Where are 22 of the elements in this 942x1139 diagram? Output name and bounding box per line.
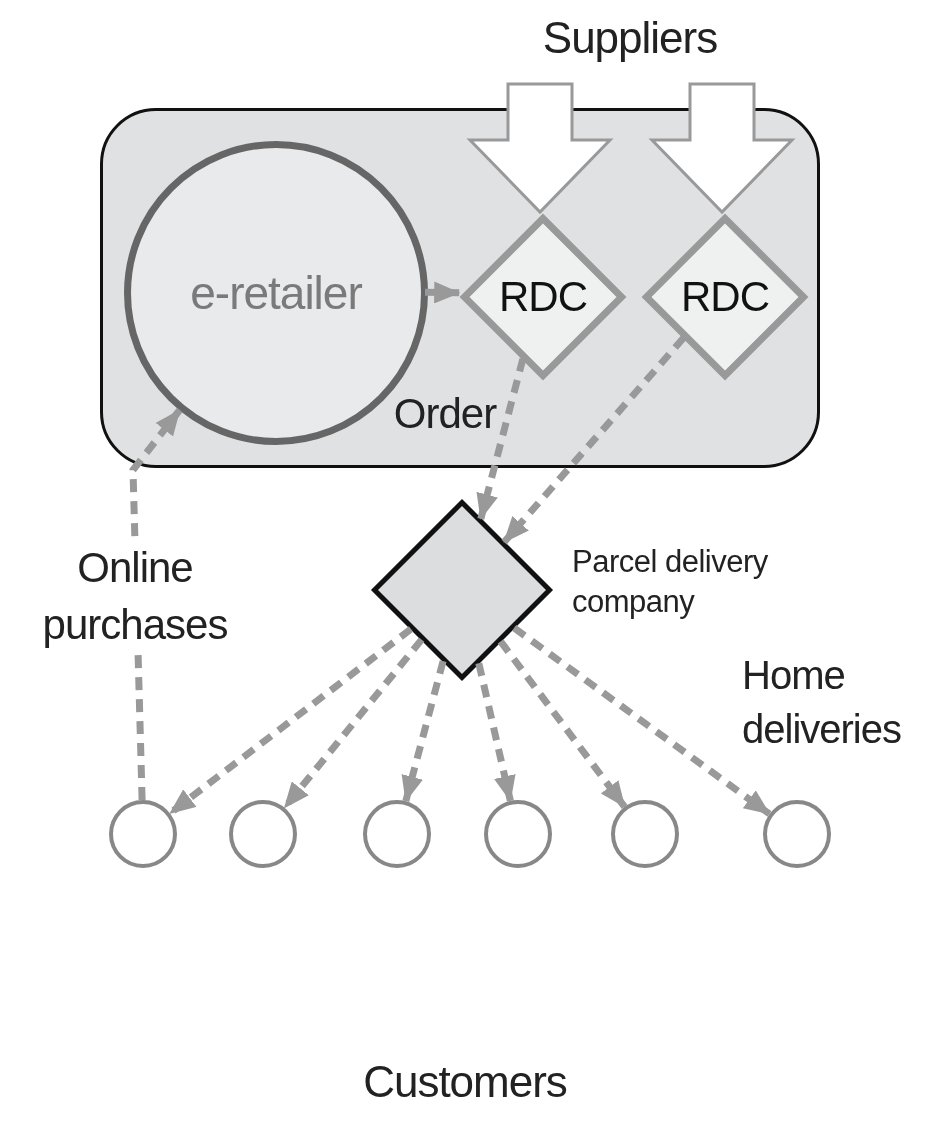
arrow [476, 358, 527, 520]
arrow [281, 637, 425, 810]
arrow [497, 639, 628, 809]
arrow [167, 626, 414, 817]
node-label: RDC [681, 273, 769, 321]
diamond-node [643, 215, 807, 379]
arrow [501, 335, 687, 545]
node-label: e-retailer [190, 266, 362, 320]
arrow [424, 281, 461, 304]
arrow [401, 660, 447, 803]
text-label: Home deliveries [742, 652, 902, 753]
text-label: Order [392, 389, 498, 439]
node-label: RDC [499, 273, 587, 321]
node-caption: Parcel delivery company [572, 543, 769, 622]
diamond-node [461, 215, 625, 379]
arrow [512, 625, 772, 817]
text-label: Customers [362, 1056, 568, 1108]
arrow [475, 662, 516, 802]
node-label: Suppliers [542, 13, 718, 63]
group-box [100, 108, 820, 468]
block-arrow [648, 82, 796, 215]
block-arrow [466, 82, 614, 215]
